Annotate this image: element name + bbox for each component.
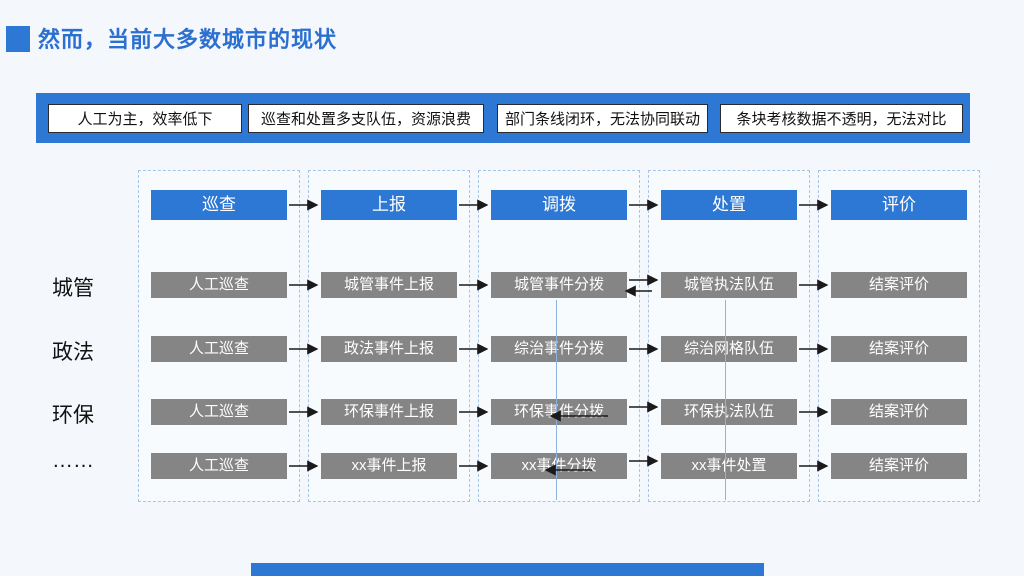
- process-box: 结案评价: [831, 272, 967, 298]
- stage-header-0: 巡查: [151, 190, 287, 220]
- stage-header-4: 评价: [831, 190, 967, 220]
- row-label-3: ……: [52, 449, 94, 472]
- row-label-2: 环保: [52, 404, 94, 427]
- stage-header-2: 调拨: [491, 190, 627, 220]
- row-label-0: 城管: [52, 277, 94, 300]
- problem-banner-item: 部门条线闭环，无法协同联动: [497, 104, 708, 133]
- process-box: 环保执法队伍: [661, 399, 797, 425]
- process-box: 人工巡查: [151, 453, 287, 479]
- process-box: 城管事件分拨: [491, 272, 627, 298]
- process-box: 结案评价: [831, 453, 967, 479]
- problem-banner-item: 条块考核数据不透明，无法对比: [720, 104, 963, 133]
- process-box: xx事件上报: [321, 453, 457, 479]
- process-box: 城管执法队伍: [661, 272, 797, 298]
- process-box: 结案评价: [831, 336, 967, 362]
- process-box: 综治事件分拨: [491, 336, 627, 362]
- process-box: 环保事件分拨: [491, 399, 627, 425]
- process-box: 人工巡查: [151, 272, 287, 298]
- problem-banner-item: 巡查和处置多支队伍，资源浪费: [248, 104, 484, 133]
- stage-header-3: 处置: [661, 190, 797, 220]
- process-box: 城管事件上报: [321, 272, 457, 298]
- title-accent-square: [6, 26, 30, 52]
- row-label-1: 政法: [52, 341, 94, 364]
- process-box: 政法事件上报: [321, 336, 457, 362]
- process-box: 人工巡查: [151, 336, 287, 362]
- process-box: xx事件分拨: [491, 453, 627, 479]
- stage-header-1: 上报: [321, 190, 457, 220]
- process-box: 综治网格队伍: [661, 336, 797, 362]
- problem-banner-item: 人工为主，效率低下: [48, 104, 242, 133]
- problem-banner: 人工为主，效率低下巡查和处置多支队伍，资源浪费部门条线闭环，无法协同联动条块考核…: [36, 93, 970, 143]
- process-box: xx事件处置: [661, 453, 797, 479]
- process-box: 环保事件上报: [321, 399, 457, 425]
- footer-accent-bar: [251, 563, 764, 576]
- slide-title: 然而，当前大多数城市的现状: [38, 27, 338, 52]
- process-box: 人工巡查: [151, 399, 287, 425]
- process-box: 结案评价: [831, 399, 967, 425]
